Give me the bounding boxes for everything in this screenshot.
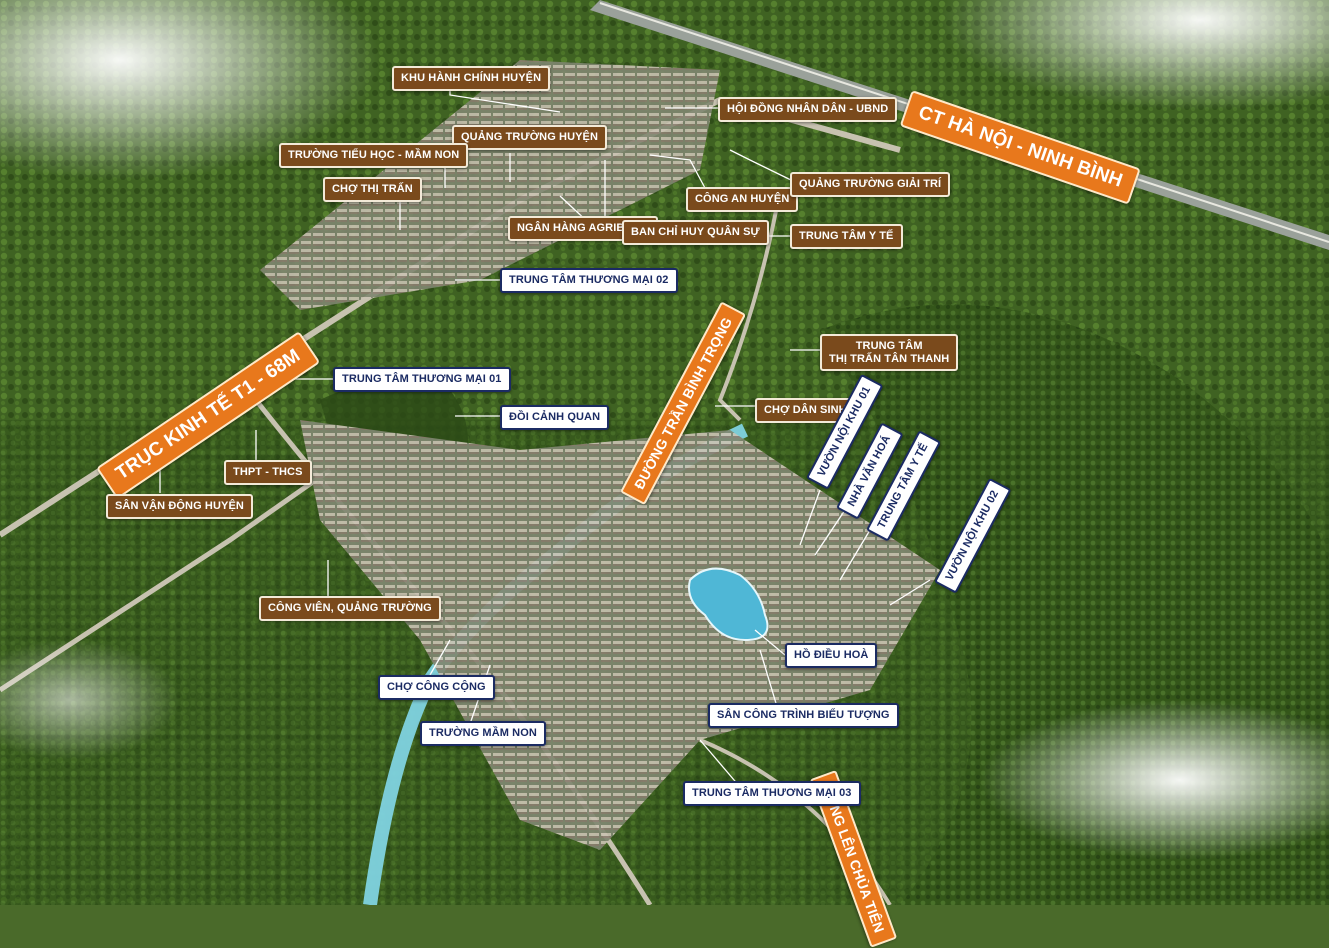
cloud (0, 640, 180, 760)
label-ban-chi-huy-quan-su: BAN CHỈ HUY QUÂN SỰ (622, 220, 769, 245)
cloud (940, 0, 1329, 110)
label-truong-mam-non: TRƯỜNG MẦM NON (420, 721, 546, 746)
label-cho-cong-cong: CHỢ CÔNG CỘNG (378, 675, 495, 700)
label-doi-canh-quan: ĐỒI CẢNH QUAN (500, 405, 610, 430)
label-truong-tieu-hoc-mam-non: TRƯỜNG TIỂU HỌC - MẦM NON (279, 143, 469, 168)
urban-area-south (300, 420, 940, 850)
label-san-cong-trinh-bieu-tuong: SÂN CÔNG TRÌNH BIỂU TƯỢNG (708, 703, 899, 728)
label-trung-tam-thi-tran: TRUNG TÂM THỊ TRẤN TÂN THANH (820, 334, 959, 372)
label-cong-vien-quang-truong: CÔNG VIÊN, QUẢNG TRƯỜNG (259, 596, 441, 621)
label-trung-tam-line2: THỊ TRẤN TÂN THANH (829, 352, 950, 365)
cloud (980, 700, 1329, 860)
road-west (0, 467, 332, 693)
label-tttm-02: TRUNG TÂM THƯƠNG MẠI 02 (500, 268, 678, 293)
town-north (260, 60, 720, 310)
cloud (0, 0, 380, 180)
road-east (717, 189, 782, 422)
label-tttm-03: TRUNG TÂM THƯƠNG MẠI 03 (683, 781, 861, 806)
label-khu-hanh-chinh-huyen: KHU HÀNH CHÍNH HUYỆN (392, 66, 551, 91)
label-quang-truong-giai-tri: QUẢNG TRƯỜNG GIẢI TRÍ (790, 172, 951, 197)
label-thpt-thcs: THPT - THCS (224, 460, 312, 485)
label-cho-thi-tran: CHỢ THỊ TRẤN (323, 177, 422, 202)
label-ho-dieu-hoa: HỒ ĐIỀU HOÀ (785, 643, 878, 668)
aerial-map (0, 0, 1329, 905)
regulating-lake (688, 567, 769, 642)
label-quang-truong-huyen: QUẢNG TRƯỜNG HUYỆN (452, 125, 608, 150)
label-cong-an-huyen: CÔNG AN HUYỆN (686, 187, 799, 212)
label-san-van-dong-huyen: SÂN VẬN ĐỘNG HUYỆN (106, 494, 253, 519)
label-tttm-01: TRUNG TÂM THƯƠNG MẠI 01 (333, 367, 511, 392)
label-hoi-dong-nhan-dan: HỘI ĐỒNG NHÂN DÂN - UBND (718, 97, 898, 122)
label-trung-tam-y-te-top: TRUNG TÂM Y TẾ (790, 224, 903, 249)
label-trung-tam-line1: TRUNG TÂM (855, 340, 923, 352)
